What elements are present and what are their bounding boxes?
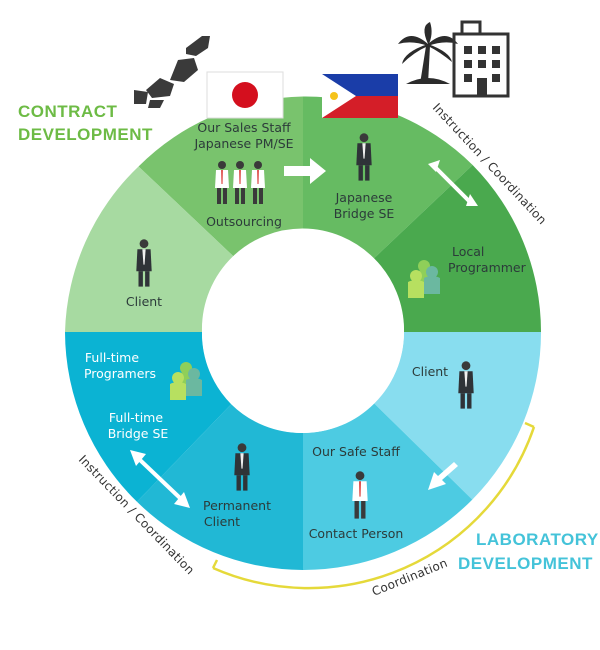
permanent-client-line2: Client <box>204 514 240 529</box>
office-building-icon <box>452 20 510 98</box>
fulltime-programers-line1: Full-time <box>85 350 139 365</box>
bridge-se-label-line2: Bridge SE <box>334 206 395 221</box>
safe-staff-label: Our Safe Staff <box>312 444 400 459</box>
client-right-label: Client <box>412 364 448 379</box>
right-arrow-icon <box>428 462 458 490</box>
outsourcing-label: Outsourcing <box>206 214 282 229</box>
japanese-pm-label: Japanese PM/SE <box>193 136 293 151</box>
fulltime-bridge-line1: Full-time <box>109 410 163 425</box>
fulltime-programers-line2: Programers <box>84 366 156 381</box>
sales-staff-label: Our Sales Staff <box>197 120 291 135</box>
local-programmer-line1: Local <box>452 244 484 259</box>
japan-flag-icon <box>206 71 284 119</box>
segment-bottom-right <box>303 403 473 571</box>
segment-bottom-left <box>137 404 303 570</box>
japan-map-icon <box>134 36 210 108</box>
local-programmer-line2: Programmer <box>448 260 527 275</box>
permanent-client-line1: Permanent <box>203 498 271 513</box>
double-arrow-icon <box>428 160 478 206</box>
fulltime-bridge-line2: Bridge SE <box>108 426 169 441</box>
contract-title-line2: DEVELOPMENT <box>18 125 153 144</box>
laboratory-title-line2: DEVELOPMENT <box>458 554 593 573</box>
client-left-label: Client <box>126 294 162 309</box>
segment-top-right <box>303 96 473 259</box>
segment-right-lower <box>374 332 542 500</box>
right-arrow-icon <box>284 158 326 184</box>
ring <box>65 96 542 571</box>
bridge-se-label-line1: Japanese <box>335 190 393 205</box>
coordination-bracket <box>212 426 536 590</box>
double-arrow-icon <box>130 450 190 508</box>
contract-title-line1: CONTRACT <box>18 102 117 121</box>
laboratory-title-line1: LABORATORY <box>476 530 599 549</box>
contact-person-label: Contact Person <box>309 526 404 541</box>
philippines-flag-icon <box>322 74 398 118</box>
palm-tree-icon <box>398 22 458 84</box>
